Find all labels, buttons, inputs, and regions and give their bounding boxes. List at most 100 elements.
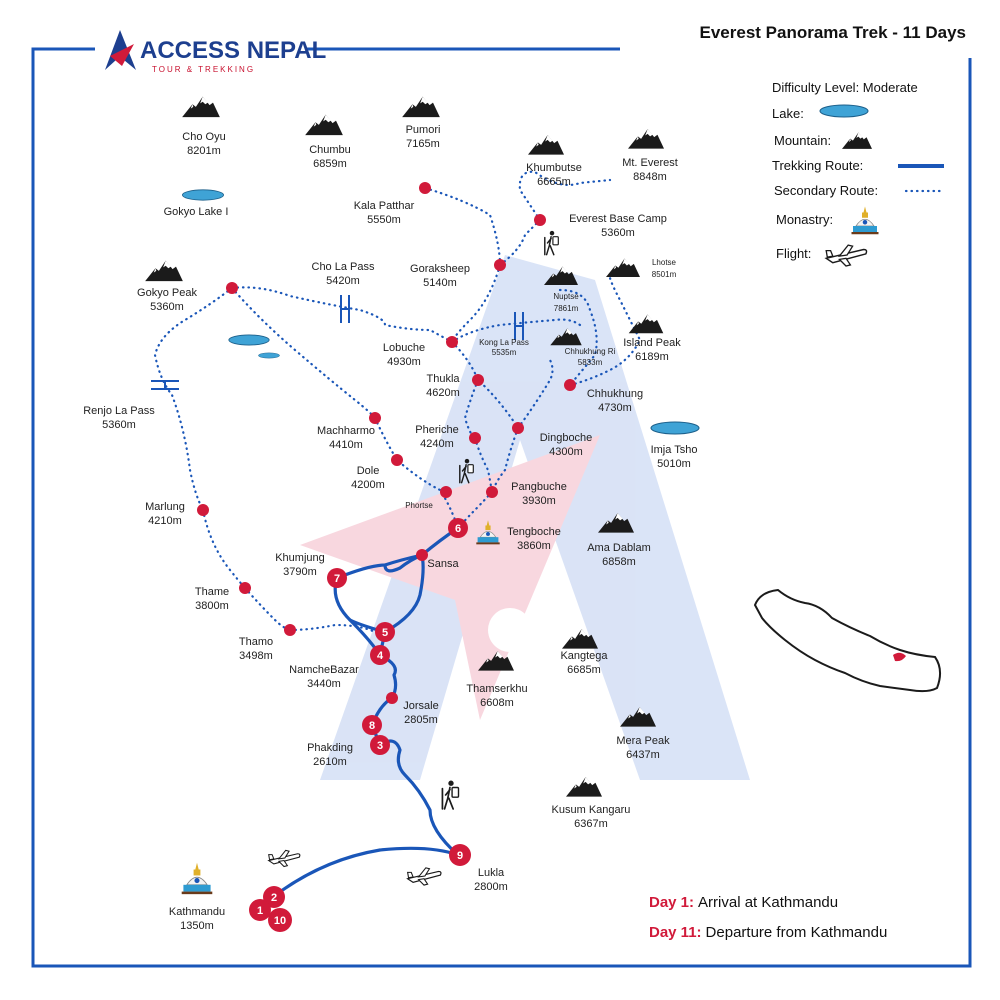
mera-peak-alt: 6437m [626, 749, 660, 761]
svg-text:6: 6 [455, 523, 461, 535]
lobuche-alt: 4930m [387, 356, 421, 368]
watermark [300, 255, 750, 780]
svg-text:5: 5 [382, 627, 388, 639]
day11-key: Day 11: [649, 924, 702, 941]
stops [197, 182, 576, 704]
island-peak-name: Island Peak [623, 337, 681, 349]
day-markers: 6 7 5 4 8 3 9 2 1 10 [249, 518, 471, 932]
day-3-marker: 3 [370, 735, 390, 755]
legend-lake-label: Lake: [772, 106, 804, 121]
thamo-alt: 3498m [239, 650, 273, 662]
khumjung-name: Khumjung [275, 552, 325, 564]
day-2-marker: 2 [263, 886, 285, 908]
tengboche-name: Tengboche [507, 526, 561, 538]
everest-alt: 8848m [633, 171, 667, 183]
chhukhung-ri-name: Chhukhung Ri [565, 347, 616, 356]
lhotse-mountain-icon [606, 258, 640, 278]
jorsale-name: Jorsale [403, 700, 438, 712]
phortse-name: Phortse [405, 501, 433, 510]
imja-tsho-lake-icon [650, 421, 700, 435]
stop-pheriche [469, 432, 481, 444]
place-labels: Cho Oyu 8201m Chumbu 6859m Pumori 7165m … [83, 124, 697, 932]
stop-machharmo [369, 412, 381, 424]
gokyo-peak-alt: 5360m [150, 301, 184, 313]
legend-flight-label: Flight: [776, 246, 811, 261]
legend-lake-icon [819, 104, 869, 118]
kala-patthar-alt: 5550m [367, 214, 401, 226]
kusum-kangaru-mountain-icon [566, 777, 602, 797]
legend-flight-icon [825, 244, 868, 267]
stop-pangbuche [486, 486, 498, 498]
svg-text:Day 1:Arrival at Kathmandu: Day 1:Arrival at Kathmandu [649, 894, 838, 911]
day1-key: Day 1: [649, 894, 694, 911]
svg-text:8: 8 [369, 720, 375, 732]
stop-kala-patthar [419, 182, 431, 194]
cho-oyu-mountain-icon [182, 96, 220, 118]
gokyo-peak-name: Gokyo Peak [137, 287, 197, 299]
legend-difficulty: Difficulty Level: Moderate [772, 80, 918, 95]
imja-alt: 5010m [657, 458, 691, 470]
kala-patthar-name: Kala Patthar [354, 200, 415, 212]
nuptse-alt: 7861m [554, 304, 579, 313]
dole-alt: 4200m [351, 479, 385, 491]
tengboche-alt: 3860m [517, 540, 551, 552]
dole-name: Dole [357, 465, 380, 477]
stop-ebc [534, 214, 546, 226]
cho-la-alt: 5420m [326, 275, 360, 287]
svg-text:7: 7 [334, 573, 340, 585]
stop-thamo [284, 624, 296, 636]
machharmo-name: Machharmo [317, 425, 375, 437]
stop-dole [391, 454, 403, 466]
chumbu-alt: 6859m [313, 158, 347, 170]
thamo-name: Thamo [239, 636, 273, 648]
kong-la-name: Kong La Pass [479, 338, 529, 347]
gorakshep-alt: 5140m [423, 277, 457, 289]
legend: Difficulty Level: Moderate Lake: Mountai… [772, 80, 946, 267]
flight-out-icon [268, 849, 301, 868]
chhukhung-name: Chhukhung [587, 388, 643, 400]
day-9-marker: 9 [449, 844, 471, 866]
thamserkhu-alt: 6608m [480, 697, 514, 709]
nepal-inset-map [753, 588, 941, 693]
legend-trekking-label: Trekking Route: [772, 158, 863, 173]
day1-value: Arrival at Kathmandu [698, 894, 838, 911]
cho-la-name: Cho La Pass [312, 261, 375, 273]
renjo-la-bridge-icon [151, 380, 179, 390]
kathmandu-alt: 1350m [180, 920, 214, 932]
island-peak-alt: 6189m [635, 351, 669, 363]
pangbuche-alt: 3930m [522, 495, 556, 507]
jorsale-alt: 2805m [404, 714, 438, 726]
day-8-marker: 8 [362, 715, 382, 735]
legend-monastery-label: Monastry: [776, 212, 833, 227]
svg-text:9: 9 [457, 850, 463, 862]
nuptse-name: Nuptse [553, 292, 579, 301]
gokyo-lake-name: Gokyo Lake I [164, 206, 229, 218]
hiker-lukla-icon [441, 780, 460, 810]
kong-la-alt: 5535m [492, 348, 517, 357]
day-7-marker: 7 [327, 568, 347, 588]
day-5-marker: 5 [375, 622, 395, 642]
chumbu-mountain-icon [305, 114, 343, 136]
pumori-name: Pumori [406, 124, 441, 136]
cho-la-bridge-icon [340, 295, 350, 323]
ebc-alt: 5360m [601, 227, 635, 239]
khumbutse-mountain-icon [528, 135, 564, 155]
lukla-name: Lukla [478, 867, 505, 879]
thukla-alt: 4620m [426, 387, 460, 399]
imja-name: Imja Tsho [651, 444, 698, 456]
ebc-name: Everest Base Camp [569, 213, 667, 225]
island-peak-mountain-icon [628, 314, 664, 334]
lhotse-name: Lhotse [652, 258, 677, 267]
namche-alt: 3440m [307, 678, 341, 690]
pangbuche-name: Pangbuche [511, 481, 567, 493]
legend-secondary-label: Secondary Route: [774, 183, 878, 198]
hiker-ebc-icon [544, 230, 560, 256]
lake-2-icon [228, 334, 270, 346]
khumjung-alt: 3790m [283, 566, 317, 578]
pumori-alt: 7165m [406, 138, 440, 150]
namche-name: NamcheBazar [289, 664, 359, 676]
lhotse-alt: 8501m [652, 270, 677, 279]
stop-thame [239, 582, 251, 594]
svg-text:1: 1 [257, 905, 263, 917]
stop-chhukhung [564, 379, 576, 391]
